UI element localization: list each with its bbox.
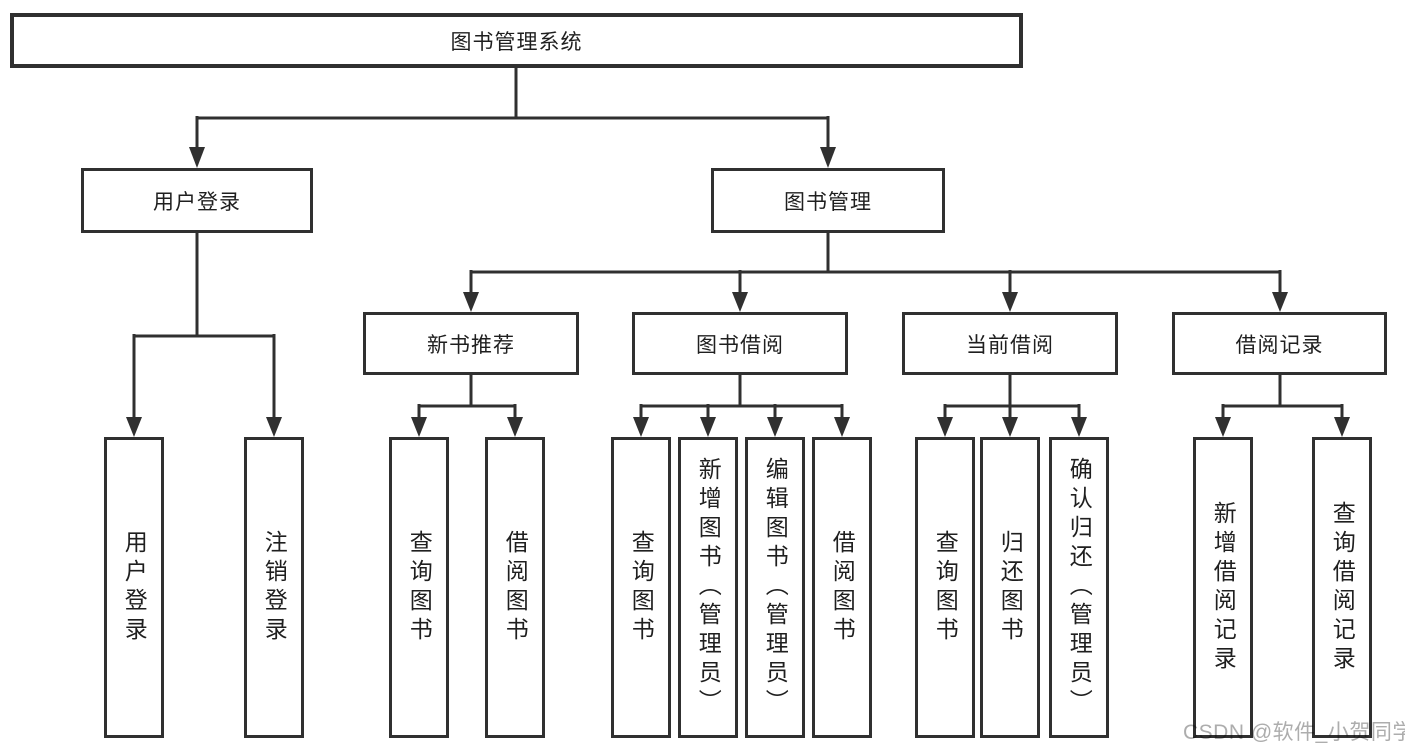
leaf-logout: 注销登录 xyxy=(244,437,304,738)
node-new-book-recommendation: 新书推荐 xyxy=(363,312,579,375)
csdn-watermark: CSDN @软件_小贺同学 xyxy=(1183,721,1405,744)
leaf-confirm-return-admin: 确认归还（管理员） xyxy=(1049,437,1109,738)
leaf-add-books-admin: 新增图书（管理员） xyxy=(678,437,738,738)
leaf-add-borrow-record: 新增借阅记录 xyxy=(1193,437,1253,738)
leaf-user-login: 用户登录 xyxy=(104,437,164,738)
node-current-borrowing: 当前借阅 xyxy=(902,312,1118,375)
leaf-query-borrow-record: 查询借阅记录 xyxy=(1312,437,1372,738)
leaf-query-books-current: 查询图书 xyxy=(915,437,975,738)
node-user-login: 用户登录 xyxy=(81,168,313,233)
leaf-return-books: 归还图书 xyxy=(980,437,1040,738)
leaf-query-books-recommend: 查询图书 xyxy=(389,437,449,738)
node-book-management: 图书管理 xyxy=(711,168,945,233)
leaf-edit-books-admin: 编辑图书（管理员） xyxy=(745,437,805,738)
node-book-borrowing: 图书借阅 xyxy=(632,312,848,375)
node-borrowing-records: 借阅记录 xyxy=(1172,312,1387,375)
leaf-borrow-books-borrowing: 借阅图书 xyxy=(812,437,872,738)
leaf-borrow-books-recommend: 借阅图书 xyxy=(485,437,545,738)
node-library-management-system: 图书管理系统 xyxy=(10,13,1023,68)
leaf-query-books-borrowing: 查询图书 xyxy=(611,437,671,738)
